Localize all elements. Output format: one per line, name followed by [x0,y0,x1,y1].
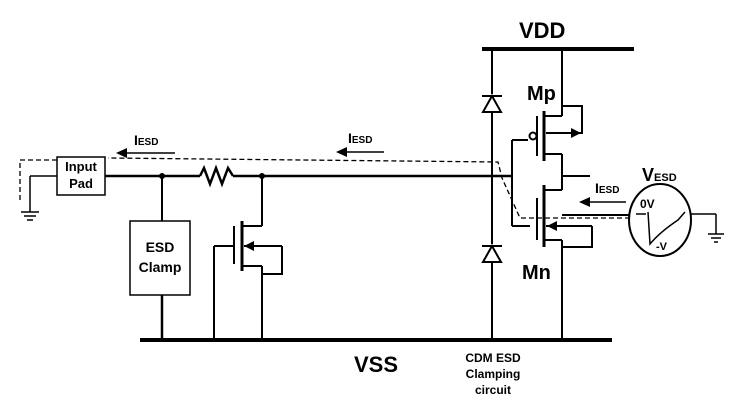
mn-body-arrow-icon [547,221,557,231]
cdm-label: circuit [475,383,511,397]
body-tie-wire [262,246,283,275]
input-pad-box [56,156,106,196]
vss-label: VSS [354,352,398,377]
body-arrow-icon [244,241,254,251]
cdm-label: Clamping [466,367,521,381]
vdd-label: VDD [519,18,565,43]
series-resistor [198,164,235,188]
input-pad-label: Input [65,159,97,174]
esd-clamp-label: ESD [146,239,175,255]
pulse-curve-icon [647,211,686,246]
iesd-label-mid: IESD [348,130,372,146]
arrowhead-icon [579,197,590,207]
iesd-label-sub: ESD [352,135,373,146]
diode-bottom-icon [481,243,503,263]
mn-body-tie [562,226,593,248]
iesd-label-right: IESD [595,180,619,196]
esd-clamp-label: Clamp [139,259,182,275]
iesd-label-sub: ESD [599,185,620,196]
esd-current-path [107,157,630,219]
ground-icon [708,233,724,243]
vesd-label-sub: ESD [654,172,677,184]
vesd-label: VESD [642,165,677,185]
input-pad-label: Pad [69,176,93,191]
mp-gate-bubble-icon [528,131,538,141]
vesd-source-circle [628,183,692,257]
arrowhead-icon [116,148,127,158]
esd-current-path-left [19,159,57,200]
iesd-label-main: I [348,130,352,146]
iesd-label-main: I [595,180,599,196]
cdm-label: CDM ESD [465,351,521,365]
mn-label: Mn [522,262,551,284]
diode-top-icon [481,93,503,113]
ground-icon [21,211,39,221]
iesd-label-main: I [134,132,138,148]
mp-body-tie [562,105,583,134]
arrowhead-icon [336,147,347,157]
mp-body-arrow-icon [571,128,581,138]
source-0v-label: 0V [640,197,655,211]
vesd-label-main: V [642,165,654,185]
esd-clamp-box [129,220,191,296]
iesd-label-sub: ESD [138,137,159,148]
mp-label: Mp [527,83,556,105]
source-neg-v-label: -V [656,241,668,253]
iesd-label-left: IESD [134,132,158,148]
